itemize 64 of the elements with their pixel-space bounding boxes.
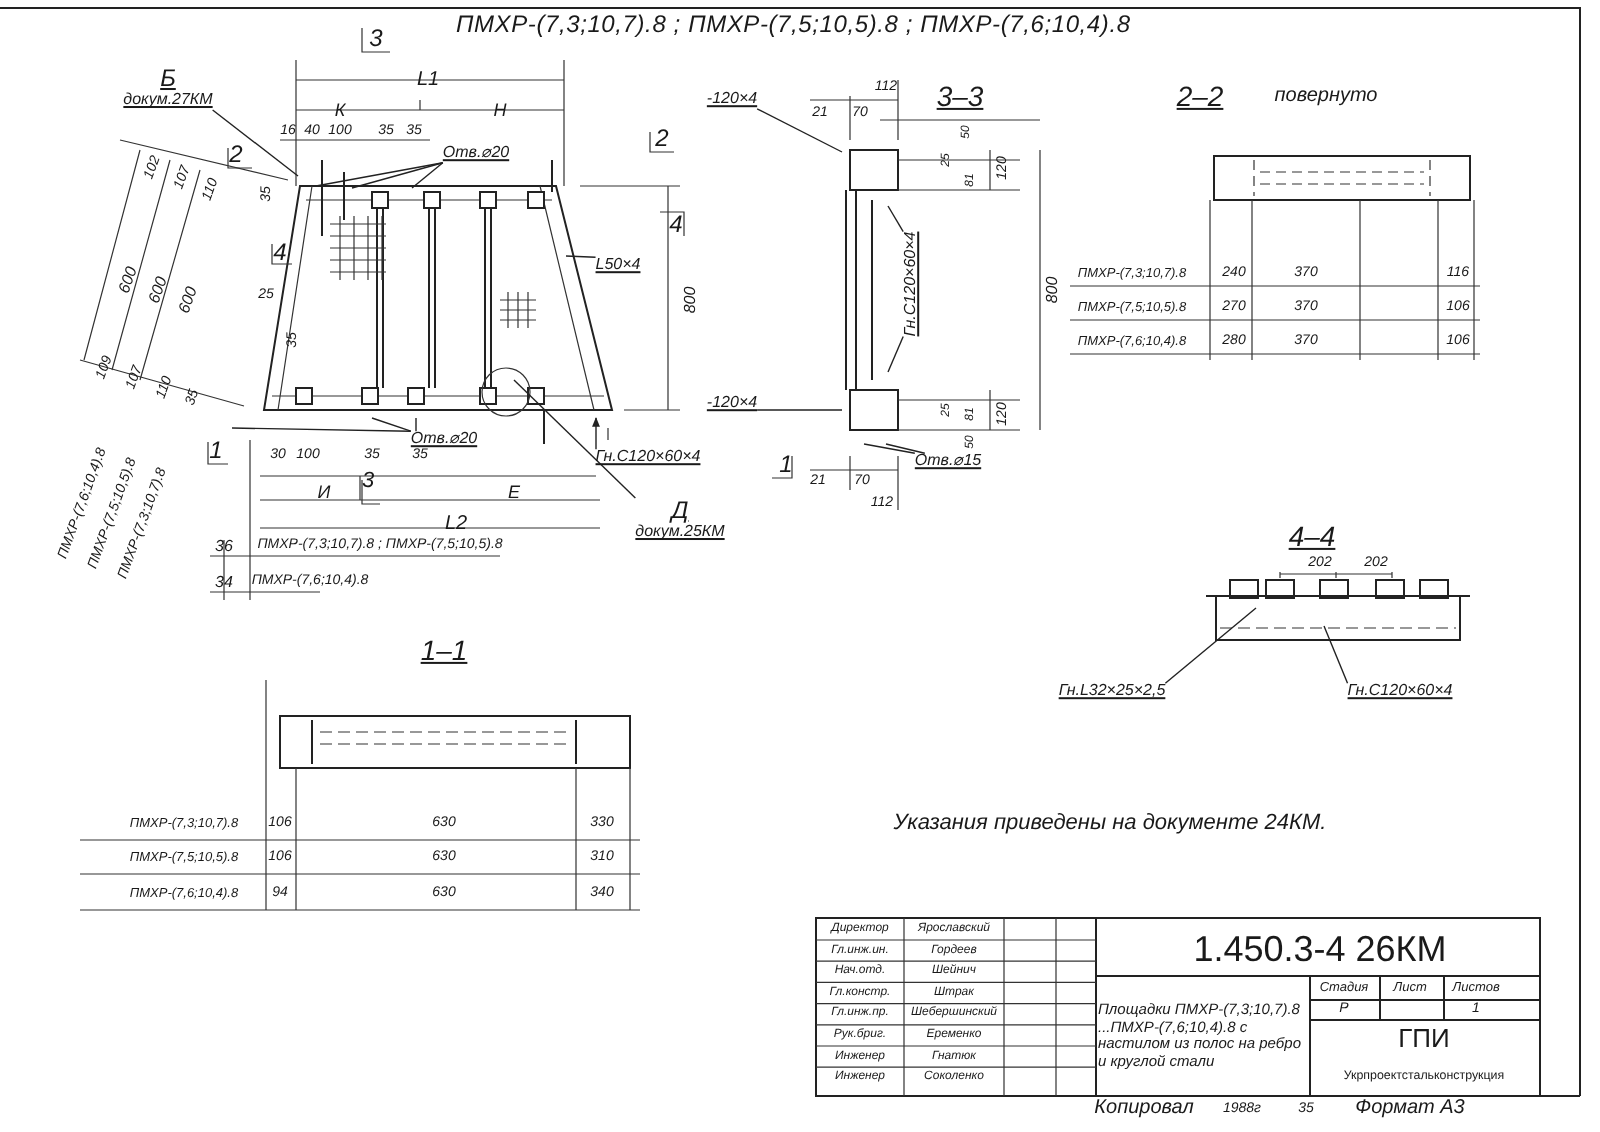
callout-text: L50×4 bbox=[595, 257, 641, 275]
view-letter: Б bbox=[160, 66, 176, 92]
callout-text: Отв.⌀20 bbox=[442, 145, 510, 163]
drawing-label: 3 bbox=[369, 26, 383, 54]
callout-text: -120×4 bbox=[706, 395, 758, 413]
drawing-label: Указания приведены на документе 24КМ. bbox=[893, 811, 1327, 837]
leader-line bbox=[513, 379, 637, 499]
drawing-label: К bbox=[334, 99, 346, 121]
drawing-label: 3 bbox=[361, 469, 375, 495]
leader-line bbox=[863, 443, 916, 454]
leader-line bbox=[231, 427, 412, 432]
drawing-label: 600 bbox=[174, 284, 202, 316]
leader-line bbox=[885, 443, 926, 454]
callout-text: Гн.С120×60×4 bbox=[903, 231, 921, 337]
view-letter: Д bbox=[671, 498, 689, 524]
leader-line bbox=[315, 162, 444, 187]
drawing-label: 4–4 bbox=[1288, 519, 1336, 553]
drawing-label: 1 bbox=[209, 438, 223, 466]
leader-line bbox=[415, 417, 417, 432]
drawing-label: Копировал bbox=[1094, 1096, 1194, 1120]
leader-line bbox=[756, 108, 843, 153]
arrow bbox=[592, 417, 600, 450]
drawing-label: L2 bbox=[444, 512, 468, 536]
leader-line bbox=[565, 255, 597, 258]
drawing-label: 1–1 bbox=[420, 633, 468, 667]
leader-line bbox=[887, 335, 904, 373]
leader-line bbox=[756, 409, 843, 411]
leader-line bbox=[1164, 607, 1257, 684]
leader-line bbox=[351, 162, 444, 189]
drawing-label: Формат А3 bbox=[1355, 1096, 1465, 1120]
callout-text: Гн.С120×60×4 bbox=[595, 449, 701, 467]
leader-line bbox=[411, 162, 444, 189]
callout-text: Отв.⌀20 bbox=[410, 431, 478, 448]
callout-text: -120×4 bbox=[706, 91, 758, 109]
drawing-title: ПМХР-(7,3;10,7).8 ; ПМХР-(7,5;10,5).8 ; ПМХР-(7,6;10,4).8 bbox=[456, 10, 1131, 38]
drawing-label: 1 bbox=[779, 452, 793, 480]
leader-line bbox=[211, 109, 299, 177]
drawing-label: Е bbox=[508, 481, 520, 503]
callout-text: докум.27КМ bbox=[123, 92, 213, 110]
drawing-label: ГПИ bbox=[1398, 1025, 1450, 1055]
drawing-label: 800 bbox=[680, 286, 700, 314]
drawing-label: повернуто bbox=[1274, 84, 1378, 108]
drawing-label: 2–2 bbox=[1176, 79, 1224, 113]
drawing-label: 1.450.3-4 26КМ bbox=[1193, 929, 1447, 971]
leader-line bbox=[887, 205, 904, 233]
callout-text: докум.25КМ bbox=[635, 524, 725, 542]
drawing-label: L1 bbox=[416, 68, 440, 92]
leader-line bbox=[371, 417, 412, 432]
callout-text: Гн.С120×60×4 bbox=[1347, 683, 1453, 701]
leader-line bbox=[1323, 625, 1349, 684]
drawing-label: 600 bbox=[114, 264, 142, 296]
drawing-label: 34 bbox=[215, 572, 233, 592]
drawing-label: 2 bbox=[655, 126, 669, 154]
drawing-label: 2 bbox=[229, 142, 243, 170]
drawing-label: Н bbox=[493, 99, 507, 121]
drawing-label: 800 bbox=[1042, 276, 1062, 304]
callout-text: Отв.⌀15 bbox=[914, 453, 982, 471]
drawing-label: 4 bbox=[273, 240, 287, 268]
callout-text: Гн.L32×25×2,5 bbox=[1058, 683, 1166, 701]
drawing-label: 600 bbox=[144, 274, 172, 306]
drawing-label: 3–3 bbox=[936, 79, 984, 113]
drawing-label: И bbox=[317, 481, 331, 503]
drawing-label: 4 bbox=[669, 212, 683, 240]
drawing-label: 36 bbox=[215, 536, 233, 556]
